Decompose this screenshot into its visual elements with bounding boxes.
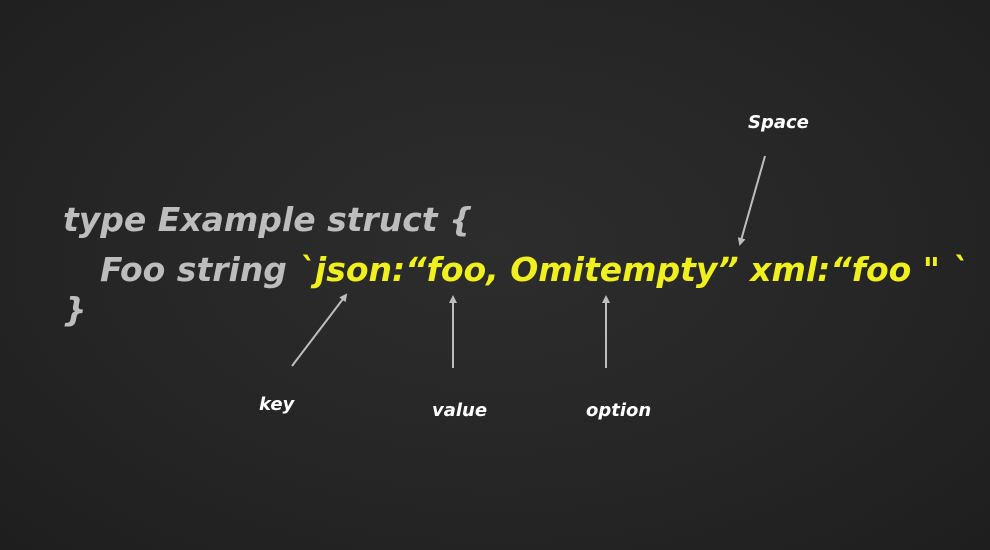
key-arrow (291, 293, 348, 367)
label-option: option (586, 400, 652, 421)
code-line-closing-brace: } (63, 290, 87, 329)
code-line-struct-declaration: type Example struct { (63, 200, 473, 239)
code-line-field: Foo string `json:“foo, Omitempty” xml:“f… (100, 253, 968, 286)
label-value: value (432, 400, 488, 421)
field-declaration: Foo string (100, 250, 299, 289)
label-space: Space (748, 112, 809, 133)
struct-tag: `json:“foo, Omitempty” xml:“foo " ` (298, 250, 968, 289)
space-arrow (737, 155, 766, 246)
label-key: key (259, 394, 295, 415)
